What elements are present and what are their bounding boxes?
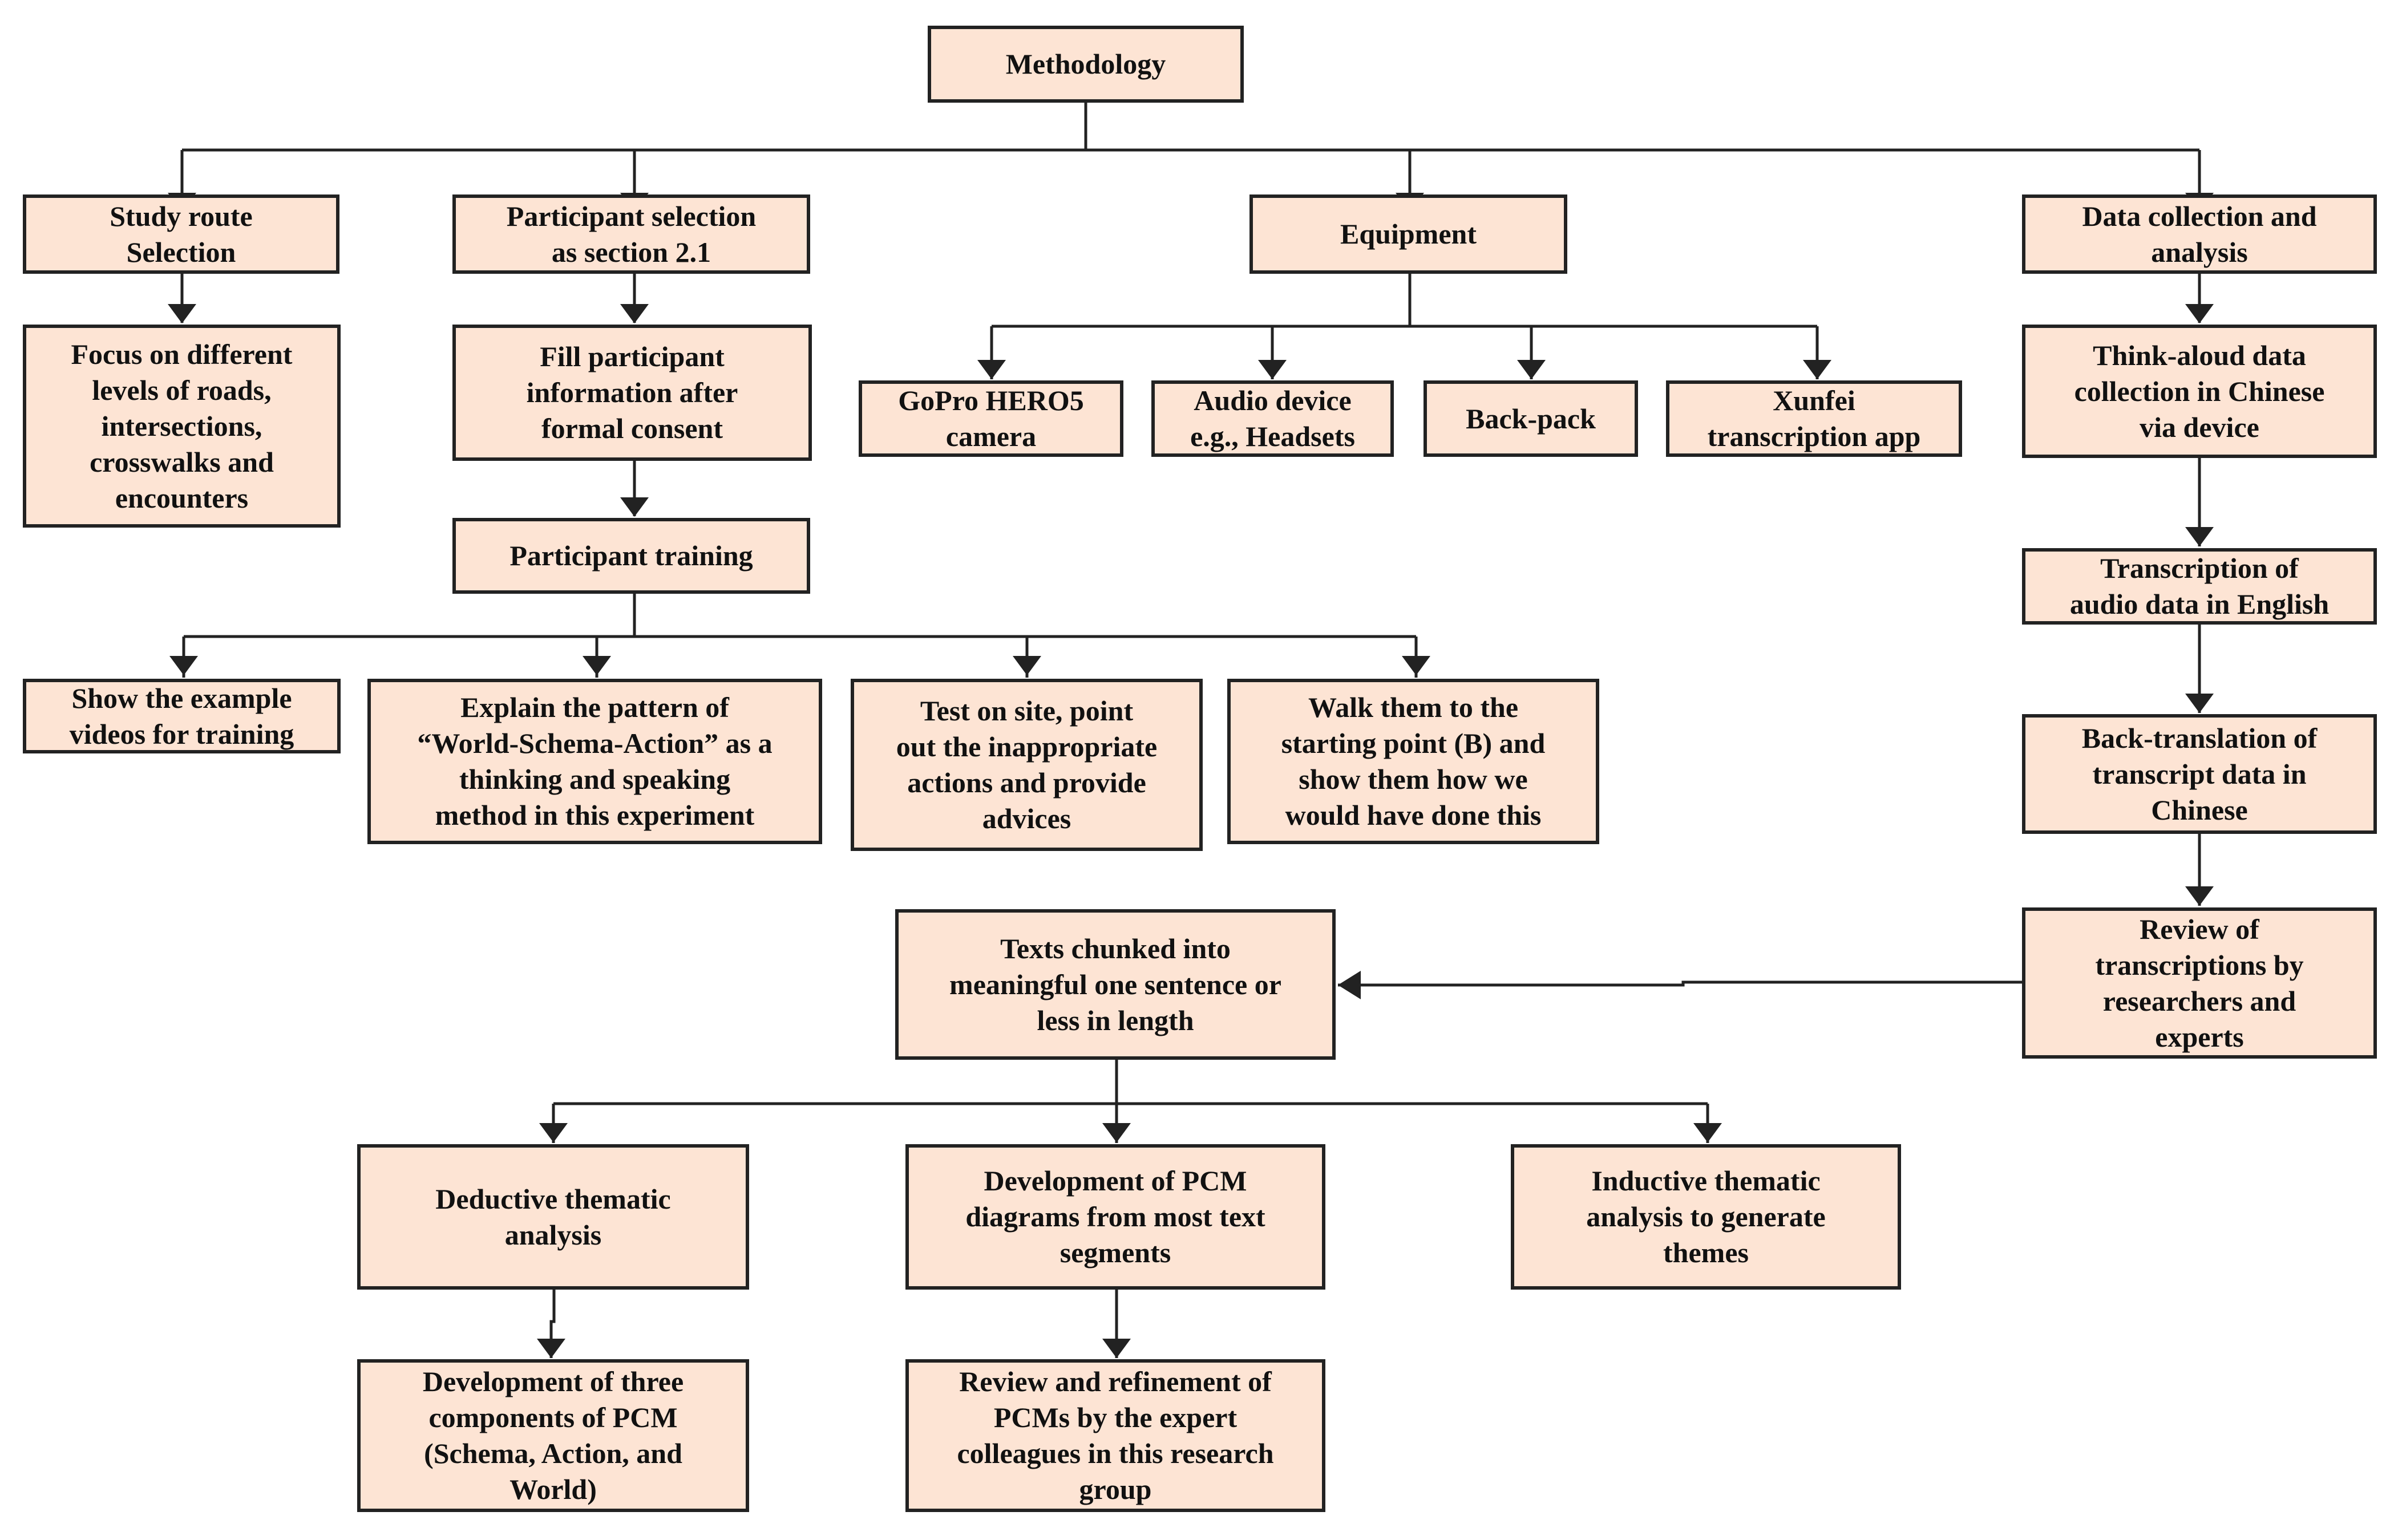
review-refinement-label: Review and refinement of PCMs by the exp… [957, 1365, 1274, 1505]
back-translation-box: Back-translation of transcript data in C… [2022, 714, 2377, 834]
think-aloud-box: Think-aloud data collection in Chinese v… [2022, 325, 2377, 458]
explain-pattern-box: Explain the pattern of “World-Schema-Act… [367, 679, 822, 844]
transcription-box: Transcription of audio data in English [2022, 548, 2377, 625]
gopro-camera-label: GoPro HERO5 camera [898, 384, 1084, 452]
deductive-analysis-box: Deductive thematic analysis [357, 1144, 749, 1290]
xunfei-app-box: Xunfei transcription app [1666, 380, 1962, 457]
deductive-analysis-label: Deductive thematic analysis [435, 1182, 671, 1251]
participant-selection-label: Participant selection as section 2.1 [506, 200, 757, 268]
methodology-box: Methodology [928, 26, 1244, 103]
review-transcriptions-box: Review of transcriptions by researchers … [2022, 907, 2377, 1059]
audio-device-box: Audio device e.g., Headsets [1151, 380, 1394, 457]
inductive-analysis-box: Inductive thematic analysis to generate … [1511, 1144, 1901, 1290]
walk-them-box: Walk them to the starting point (B) and … [1227, 679, 1599, 844]
study-route-selection-box: Study route Selection [23, 194, 339, 274]
participant-training-box: Participant training [452, 518, 810, 594]
gopro-camera-box: GoPro HERO5 camera [859, 380, 1123, 457]
route-focus-label: Focus on different levels of roads, inte… [71, 338, 293, 514]
equipment-label: Equipment [1340, 218, 1477, 250]
inductive-analysis-label: Inductive thematic analysis to generate … [1586, 1165, 1826, 1269]
study-route-selection-label: Study route Selection [110, 200, 253, 268]
three-components-box: Development of three components of PCM (… [357, 1359, 749, 1512]
data-collection-label: Data collection and analysis [2082, 200, 2317, 268]
review-refinement-box: Review and refinement of PCMs by the exp… [905, 1359, 1325, 1512]
explain-pattern-label: Explain the pattern of “World-Schema-Act… [417, 691, 773, 831]
texts-chunked-label: Texts chunked into meaningful one senten… [949, 932, 1281, 1036]
transcription-label: Transcription of audio data in English [2069, 552, 2330, 620]
xunfei-app-label: Xunfei transcription app [1707, 384, 1921, 452]
show-videos-label: Show the example videos for training [69, 682, 294, 750]
texts-chunked-box: Texts chunked into meaningful one senten… [895, 909, 1336, 1060]
three-components-label: Development of three components of PCM (… [422, 1365, 684, 1505]
pcm-diagrams-label: Development of PCM diagrams from most te… [965, 1165, 1265, 1269]
show-videos-box: Show the example videos for training [23, 679, 341, 753]
back-translation-label: Back-translation of transcript data in C… [2081, 722, 2318, 826]
test-on-site-box: Test on site, point out the inappropriat… [851, 679, 1203, 851]
think-aloud-label: Think-aloud data collection in Chinese v… [2074, 339, 2325, 443]
equipment-box: Equipment [1249, 194, 1567, 274]
participant-training-label: Participant training [509, 540, 753, 572]
methodology-label: Methodology [1005, 48, 1166, 80]
fill-participant-info-label: Fill participant information after forma… [526, 341, 738, 444]
participant-selection-box: Participant selection as section 2.1 [452, 194, 810, 274]
route-focus-box: Focus on different levels of roads, inte… [23, 325, 341, 528]
walk-them-label: Walk them to the starting point (B) and … [1281, 691, 1546, 831]
pcm-diagrams-box: Development of PCM diagrams from most te… [905, 1144, 1325, 1290]
test-on-site-label: Test on site, point out the inappropriat… [896, 695, 1158, 834]
backpack-label: Back-pack [1466, 402, 1596, 435]
data-collection-box: Data collection and analysis [2022, 194, 2377, 274]
audio-device-label: Audio device e.g., Headsets [1190, 384, 1355, 452]
backpack-box: Back-pack [1424, 380, 1638, 457]
review-transcriptions-label: Review of transcriptions by researchers … [2095, 913, 2304, 1053]
fill-participant-info-box: Fill participant information after forma… [452, 325, 812, 461]
